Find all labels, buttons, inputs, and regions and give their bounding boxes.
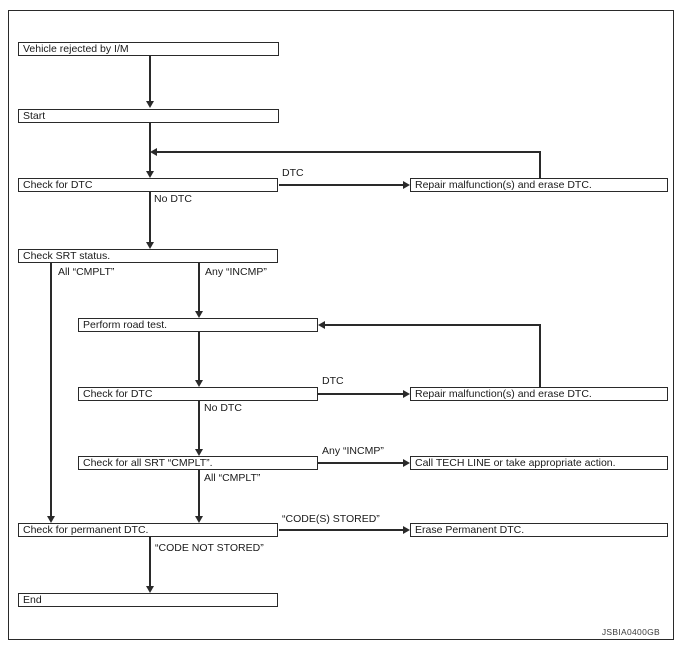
- connector-road-test-to-check-dtc-2: [198, 332, 200, 380]
- connector-any-incmp-to-road-test: [198, 263, 200, 311]
- connector-no-dtc-1-to-check-srt: [149, 192, 151, 242]
- node-start: Start: [18, 109, 279, 123]
- edge-label-dtc-1: DTC: [282, 167, 304, 179]
- edge-label-no-dtc-2: No DTC: [204, 402, 242, 414]
- arrowhead-into-start: [146, 101, 154, 108]
- arrowhead-feedback-2: [318, 321, 325, 329]
- connector-feedback-1-vertical: [539, 152, 541, 178]
- edge-label-any-incmp-2: Any “INCMP”: [322, 445, 384, 457]
- edge-label-dtc-2: DTC: [322, 375, 344, 387]
- edge-label-code-not-stored: “CODE NOT STORED”: [155, 542, 264, 554]
- connector-feedback-1-horizontal: [157, 151, 541, 153]
- arrowhead-into-check-srt: [146, 242, 154, 249]
- arrowhead-into-call-tech-line: [403, 459, 410, 467]
- edge-label-no-dtc-1: No DTC: [154, 193, 192, 205]
- node-check-permanent-dtc: Check for permanent DTC.: [18, 523, 278, 537]
- node-check-all-srt-cmplt: Check for all SRT “CMPLT”.: [78, 456, 318, 470]
- edge-label-any-incmp-1: Any “INCMP”: [205, 266, 267, 278]
- node-repair-1: Repair malfunction(s) and erase DTC.: [410, 178, 668, 192]
- connector-all-cmplt-to-check-permanent: [198, 470, 200, 516]
- connector-feedback-2-horizontal: [325, 324, 541, 326]
- arrowhead-feedback-1: [150, 148, 157, 156]
- arrowhead-into-repair-2: [403, 390, 410, 398]
- connector-all-cmplt-bypass: [50, 263, 52, 516]
- edge-label-all-cmplt-1: All “CMPLT”: [58, 266, 115, 278]
- node-check-dtc-1: Check for DTC: [18, 178, 278, 192]
- node-repair-2: Repair malfunction(s) and erase DTC.: [410, 387, 668, 401]
- node-check-dtc-2: Check for DTC: [78, 387, 318, 401]
- arrowhead-into-check-permanent: [195, 516, 203, 523]
- connector-dtc-2-to-repair-2: [318, 393, 403, 395]
- connector-start-to-check-dtc-1: [149, 123, 151, 171]
- connector-vehicle-to-start: [149, 56, 151, 101]
- node-call-tech-line: Call TECH LINE or take appropriate actio…: [410, 456, 668, 470]
- node-end: End: [18, 593, 278, 607]
- arrowhead-into-check-dtc-1: [146, 171, 154, 178]
- connector-codes-stored-to-erase-permanent: [279, 529, 403, 531]
- connector-no-dtc-2-to-check-all-srt: [198, 401, 200, 449]
- connector-dtc-1-to-repair-1: [279, 184, 403, 186]
- arrowhead-into-road-test: [195, 311, 203, 318]
- node-vehicle-rejected: Vehicle rejected by I/M: [18, 42, 279, 56]
- node-check-srt-status: Check SRT status.: [18, 249, 278, 263]
- edge-label-codes-stored: “CODE(S) STORED”: [282, 513, 380, 525]
- connector-any-incmp-to-call-tech-line: [318, 462, 403, 464]
- node-erase-permanent-dtc: Erase Permanent DTC.: [410, 523, 668, 537]
- connector-feedback-2-vertical: [539, 325, 541, 387]
- arrowhead-bypass-into-check-permanent: [47, 516, 55, 523]
- arrowhead-into-check-dtc-2: [195, 380, 203, 387]
- figure-code-watermark: JSBIA0400GB: [601, 627, 660, 637]
- arrowhead-into-repair-1: [403, 181, 410, 189]
- connector-code-not-stored-to-end: [149, 537, 151, 586]
- arrowhead-into-erase-permanent: [403, 526, 410, 534]
- node-perform-road-test: Perform road test.: [78, 318, 318, 332]
- arrowhead-into-end: [146, 586, 154, 593]
- diagram-border: [8, 10, 674, 640]
- edge-label-all-cmplt-2: All “CMPLT”: [204, 472, 261, 484]
- arrowhead-into-check-all-srt: [195, 449, 203, 456]
